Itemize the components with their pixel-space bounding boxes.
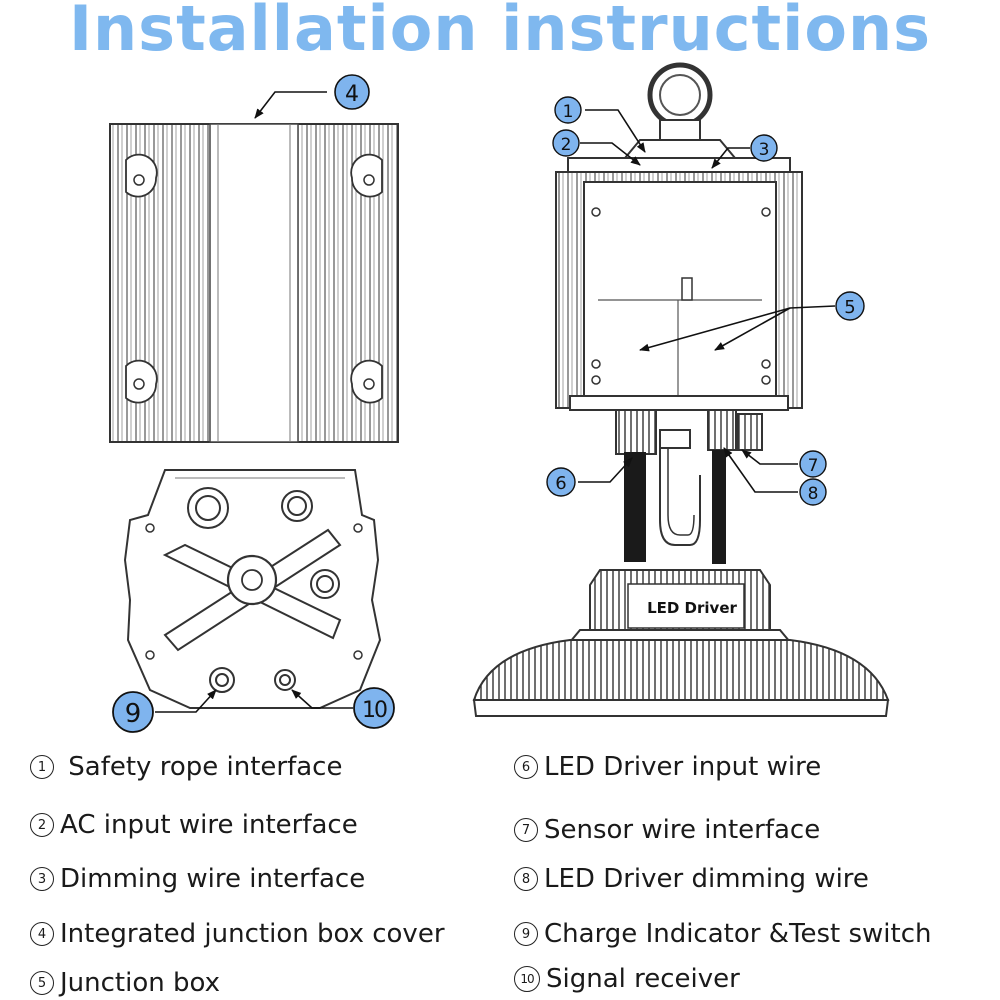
- junction-box-cover-drawing: [109, 123, 399, 443]
- svg-text:3: 3: [759, 140, 770, 160]
- fixture-assembly-drawing: LED Driver: [472, 62, 890, 717]
- callout-5: 5: [835, 291, 865, 321]
- callout-6: 6: [546, 467, 576, 497]
- svg-text:2: 2: [561, 135, 572, 155]
- led-driver-label: LED Driver: [647, 599, 737, 617]
- svg-text:5: 5: [844, 297, 855, 318]
- callout-leaders: [155, 91, 836, 713]
- svg-text:1: 1: [563, 102, 574, 122]
- svg-text:7: 7: [808, 456, 819, 476]
- callout-badges: 4 1 2 3 5 6 7 8 9 10: [112, 74, 865, 733]
- callout-2: 2: [552, 129, 580, 157]
- callout-4: 4: [334, 74, 370, 110]
- svg-text:6: 6: [555, 473, 566, 494]
- callout-10: 10: [353, 687, 395, 729]
- callout-9: 9: [112, 691, 154, 733]
- driver-bottom-plate-drawing: [123, 469, 382, 709]
- svg-text:10: 10: [362, 698, 387, 723]
- svg-text:9: 9: [125, 699, 142, 729]
- callout-1: 1: [554, 96, 582, 124]
- svg-text:4: 4: [345, 82, 359, 107]
- page-title: Installation instructions: [68, 0, 932, 65]
- callout-8: 8: [799, 478, 827, 506]
- callout-3: 3: [750, 134, 778, 162]
- callout-7: 7: [799, 450, 827, 478]
- svg-text:8: 8: [808, 484, 819, 504]
